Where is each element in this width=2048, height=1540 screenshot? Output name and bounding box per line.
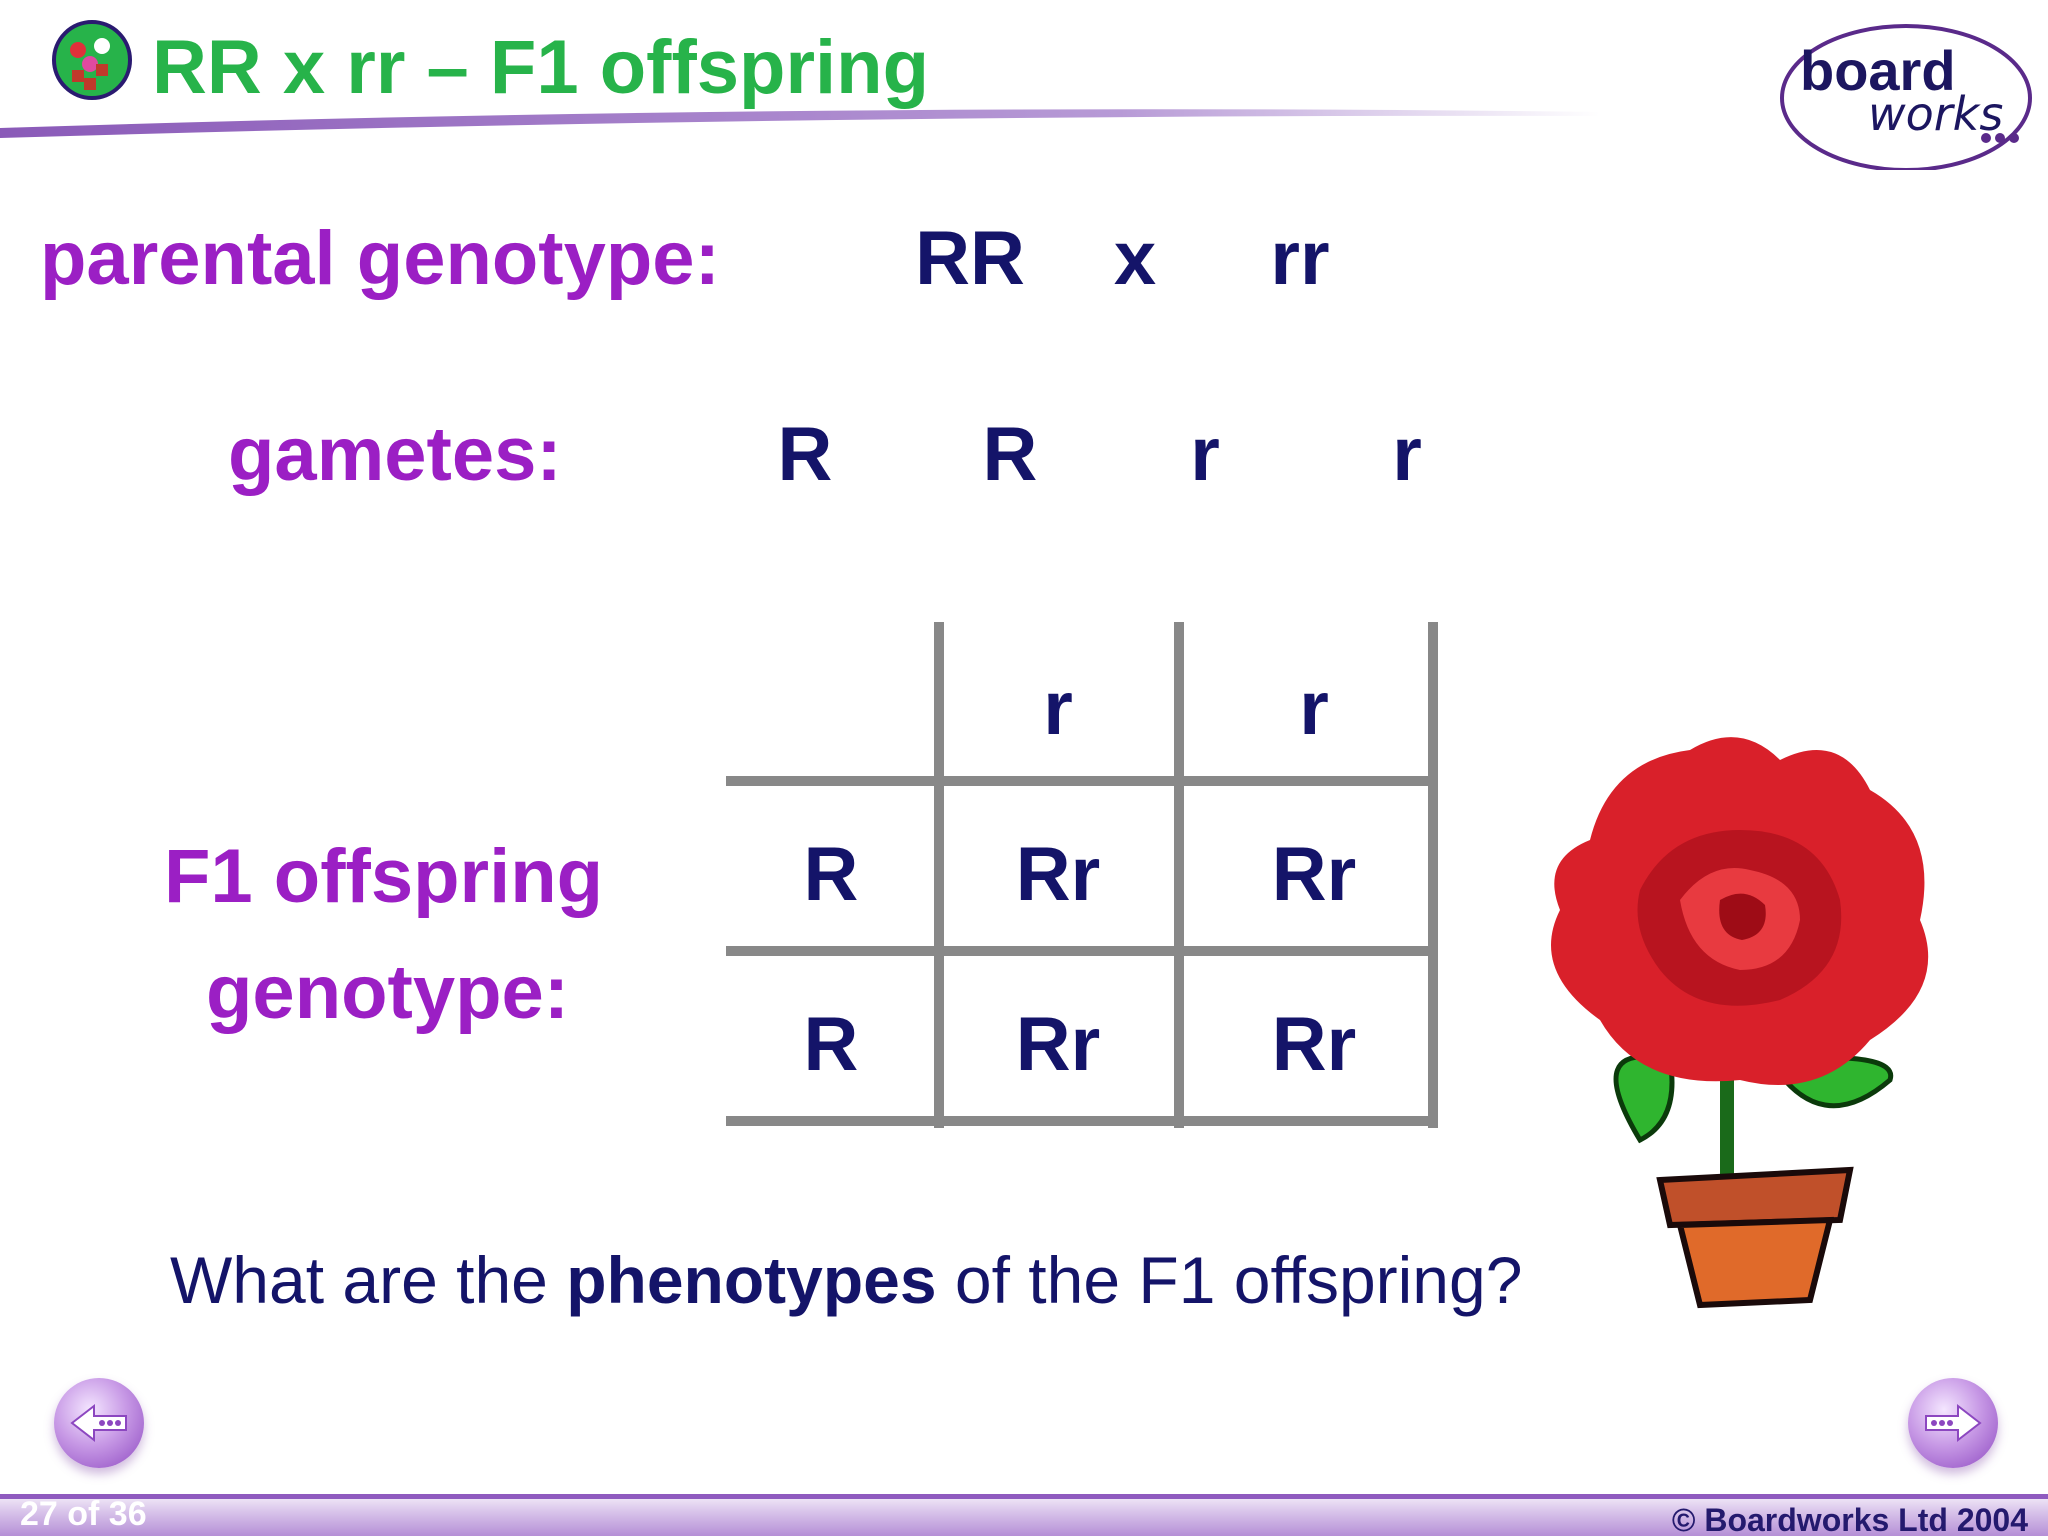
question-text: What are the phenotypes of the F1 offspr…	[170, 1240, 1522, 1320]
parental-genotype-label: parental genotype:	[40, 216, 720, 301]
gamete-1: R	[777, 412, 833, 497]
page-counter: 27 of 36	[20, 1495, 147, 1533]
flower-pots-icon	[52, 20, 132, 100]
title-underline	[0, 109, 1600, 138]
footer-divider	[0, 1494, 2048, 1499]
svg-text:works: works	[1868, 87, 2003, 141]
column-header-2: r	[1299, 666, 1329, 751]
punnett-square: r r R R Rr Rr Rr Rr	[726, 620, 1446, 1130]
parental-genotype-1: RR	[915, 216, 1025, 301]
question-suffix: of the F1 offspring?	[936, 1243, 1523, 1317]
next-button[interactable]	[1908, 1378, 1998, 1468]
punnett-cell: Rr	[1271, 1002, 1357, 1087]
question-emphasis: phenotypes	[566, 1243, 937, 1317]
previous-arrow-icon	[70, 1403, 127, 1443]
gamete-2: R	[982, 412, 1038, 497]
cross-symbol: x	[1113, 216, 1157, 301]
punnett-cell: Rr	[1015, 1002, 1101, 1087]
column-header-1: r	[1043, 666, 1073, 751]
gametes-label: gametes:	[228, 412, 562, 497]
footer-bar	[0, 1496, 2048, 1536]
slide-title: RR x rr – F1 offspring	[152, 25, 929, 110]
next-arrow-icon	[1925, 1403, 1982, 1443]
question-prefix: What are the	[170, 1243, 567, 1317]
row-header-1: R	[803, 832, 859, 917]
parental-genotype-2: rr	[1270, 216, 1330, 301]
row-header-2: R	[803, 1002, 859, 1087]
red-rose-in-pot-image	[1520, 720, 1950, 1320]
previous-button[interactable]	[54, 1378, 144, 1468]
boardworks-logo: board works	[1778, 10, 2038, 172]
punnett-cell: Rr	[1015, 832, 1101, 917]
gamete-3: r	[1190, 412, 1220, 497]
copyright-notice: © Boardworks Ltd 2004	[1671, 1502, 2028, 1538]
svg-text:board: board	[1800, 39, 1956, 102]
f1-offspring-label: F1 offspring	[164, 834, 604, 919]
gamete-4: r	[1392, 412, 1422, 497]
genotype-label: genotype:	[206, 950, 570, 1035]
punnett-cell: Rr	[1271, 832, 1357, 917]
